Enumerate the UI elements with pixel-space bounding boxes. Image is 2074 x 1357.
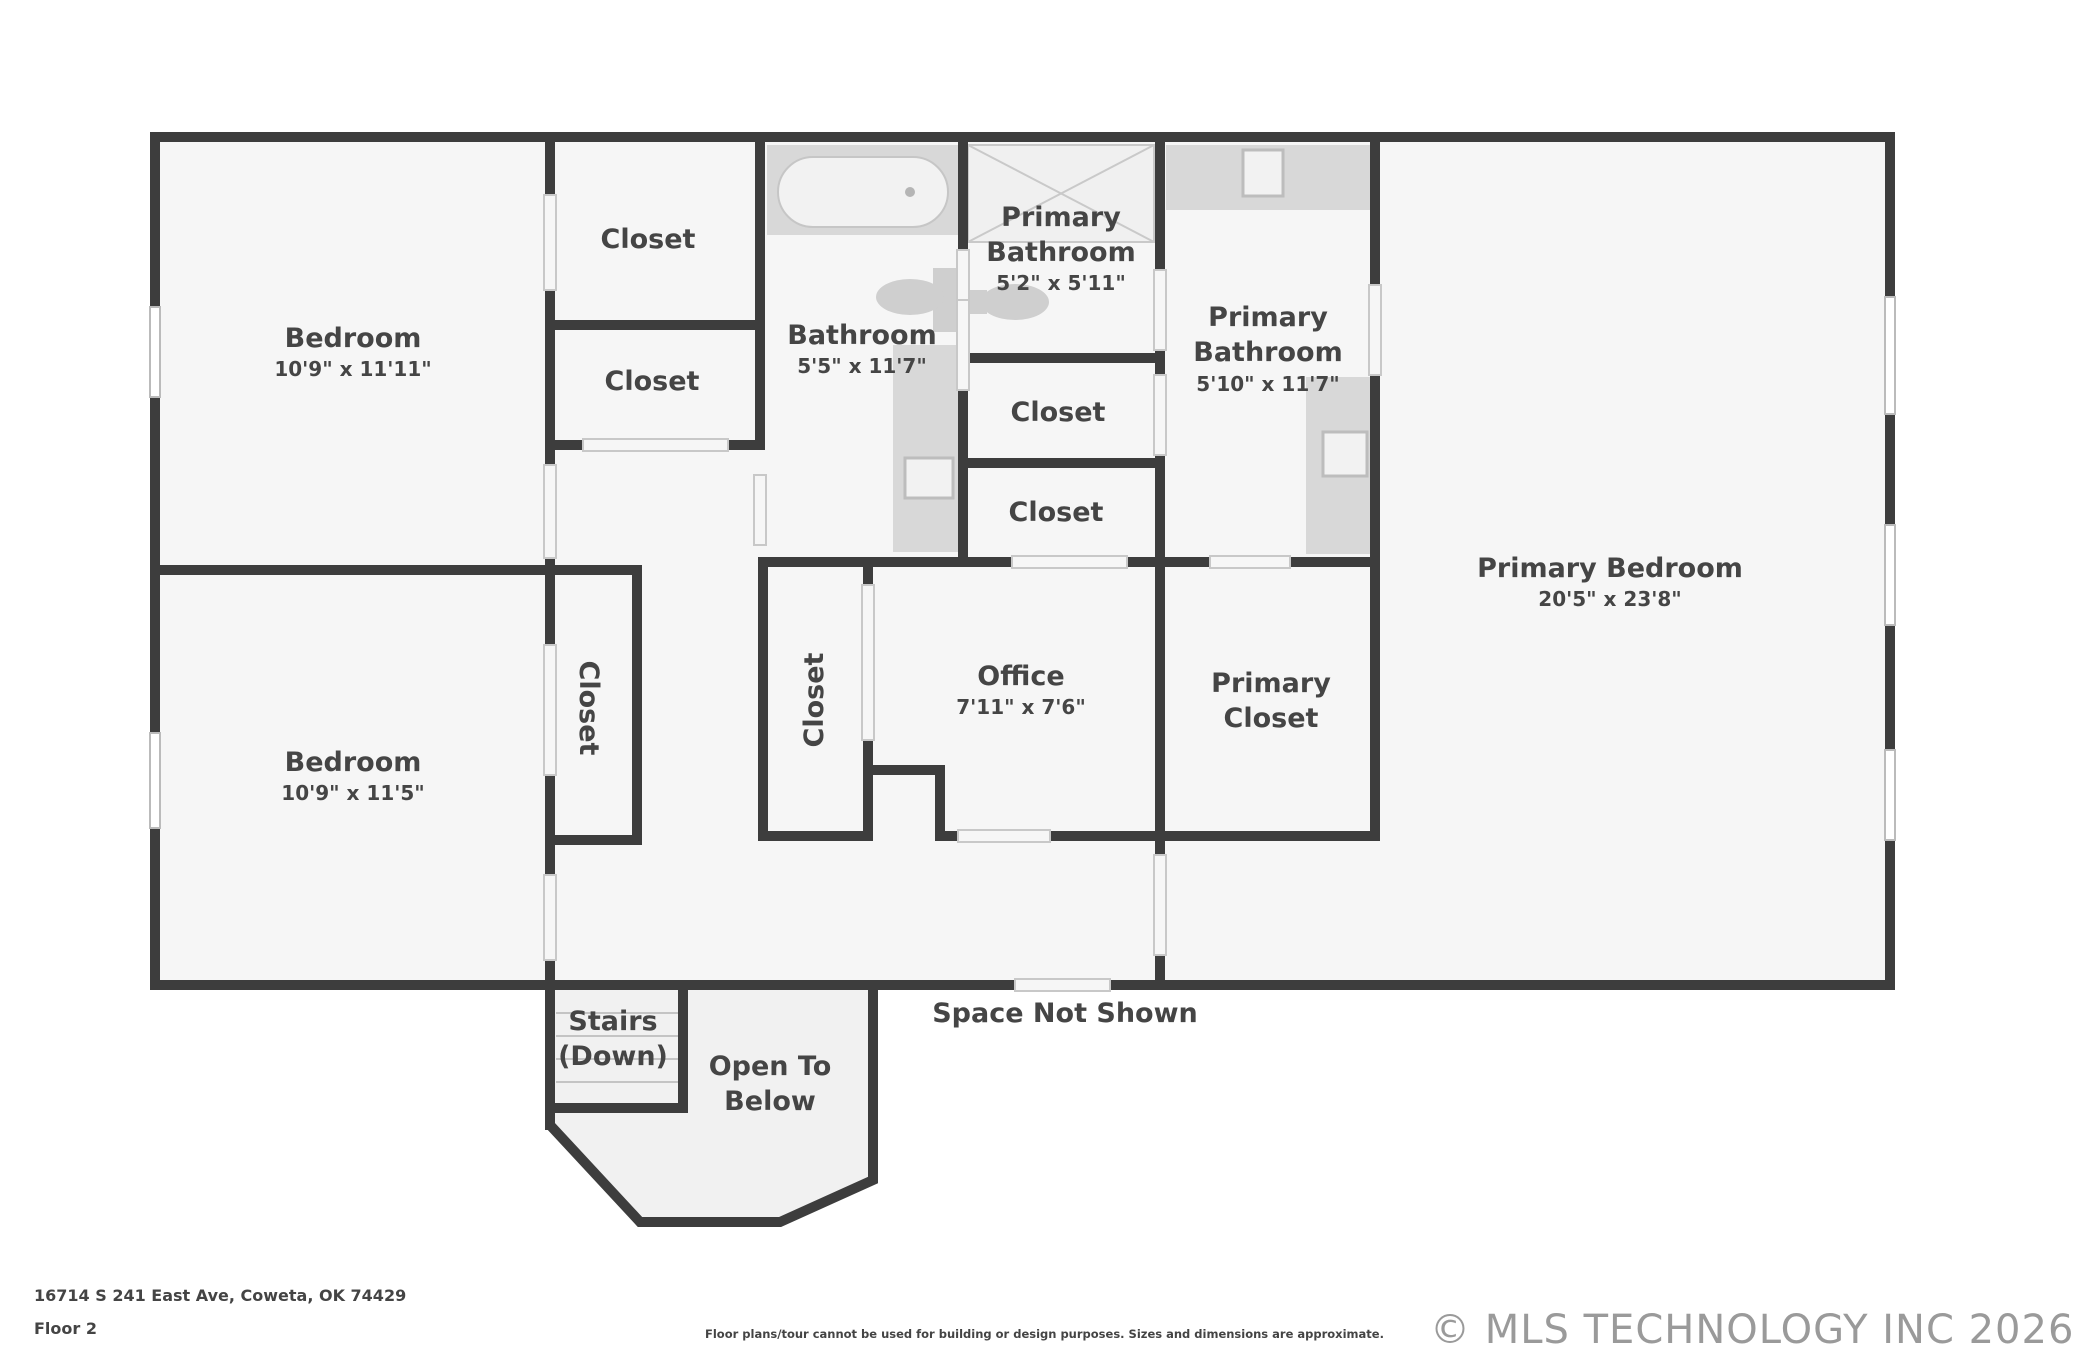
room-label-stairs-line2: (Down) xyxy=(558,1041,668,1072)
property-address: 16714 S 241 East Ave, Coweta, OK 74429 xyxy=(34,1286,407,1305)
room-dims-bedroom-2: 10'9" x 11'5" xyxy=(281,781,424,805)
room-label-primary-closet-line2: Closet xyxy=(1224,703,1319,734)
room-label-primary-bath-2-line1: Primary xyxy=(1208,302,1328,333)
room-label-closet-5: Closet xyxy=(1011,397,1106,428)
room-label-primary-closet-line1: Primary xyxy=(1211,668,1331,699)
room-dims-bathroom: 5'5" x 11'7" xyxy=(797,354,927,378)
room-label-primary-bath-1-line2: Bathroom xyxy=(986,237,1135,268)
room-label-bathroom: Bathroom xyxy=(787,320,936,351)
room-label-office: Office xyxy=(977,661,1064,692)
room-dims-bedroom-1: 10'9" x 11'11" xyxy=(274,357,431,381)
room-label-closet-4: Closet xyxy=(799,652,830,747)
room-label-open-below-line2: Below xyxy=(724,1086,816,1117)
sink-icon xyxy=(903,456,955,500)
room-label-closet-6: Closet xyxy=(1009,497,1104,528)
room-label-primary-bath-2-line2: Bathroom xyxy=(1193,337,1342,368)
room-label-primary-bedroom: Primary Bedroom xyxy=(1477,553,1743,584)
room-dims-primary-bedroom: 20'5" x 23'8" xyxy=(1538,587,1681,611)
room-label-stairs-line1: Stairs xyxy=(568,1006,657,1037)
room-label-closet-2: Closet xyxy=(605,366,700,397)
room-label-primary-bath-1-line1: Primary xyxy=(1001,202,1121,233)
windows xyxy=(149,296,1896,841)
room-dims-office: 7'11" x 7'6" xyxy=(956,695,1086,719)
openings xyxy=(543,194,1382,992)
room-label-bedroom-2: Bedroom xyxy=(285,747,422,778)
room-label-closet-1: Closet xyxy=(601,224,696,255)
room-dims-primary-bath-2: 5'10" x 11'7" xyxy=(1196,372,1339,396)
sink-icon xyxy=(1321,430,1369,478)
room-label-closet-3: Closet xyxy=(573,661,604,756)
disclaimer: Floor plans/tour cannot be used for buil… xyxy=(705,1327,1384,1341)
sink-icon xyxy=(1241,148,1285,198)
copyright-watermark: © MLS TECHNOLOGY INC 2026 xyxy=(1430,1307,2074,1353)
space-not-shown-label: Space Not Shown xyxy=(932,998,1198,1029)
room-label-bedroom-1: Bedroom xyxy=(285,323,422,354)
room-dims-primary-bath-1: 5'2" x 5'11" xyxy=(996,271,1126,295)
floor-label: Floor 2 xyxy=(34,1319,97,1338)
fixtures xyxy=(767,145,1370,554)
room-label-open-below-line1: Open To xyxy=(709,1051,832,1082)
